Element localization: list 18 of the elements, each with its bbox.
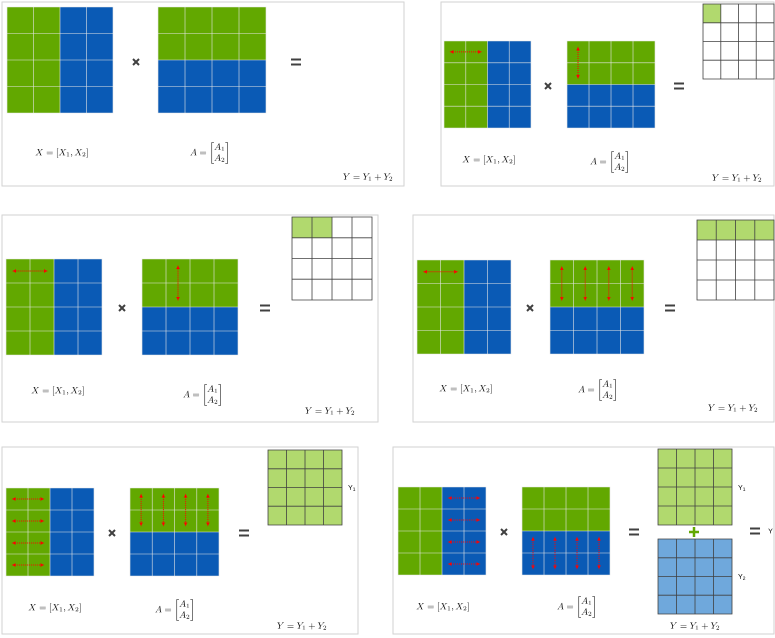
formula: $X=[X_1,X_2]$ [462, 156, 515, 165]
formula: $A=\begin{bmatrix}A_1\\A_2\end{bmatrix}$ [578, 379, 616, 401]
formula: $A=\begin{bmatrix}A_1\\A_2\end{bmatrix}$ [590, 151, 628, 173]
formula: $X=[X_1,X_2]$ [36, 148, 88, 158]
formula: $Y=Y_1+Y_2$ [277, 622, 326, 630]
formula: $A=\begin{bmatrix}A_1\\A_2\end{bmatrix}$ [557, 596, 595, 618]
formula: $X=[X_1,X_2]$ [416, 602, 469, 612]
formula: $A=\begin{bmatrix}A_1\\A_2\end{bmatrix}$ [183, 384, 221, 406]
formula: $Y=Y_1+Y_2$ [343, 173, 392, 181]
formula: $Y=Y_1+Y_2$ [670, 622, 720, 630]
formula: $X=[X_1,X_2]$ [440, 384, 492, 394]
formula: $A=\begin{bmatrix}A_1\\A_2\end{bmatrix}$ [190, 142, 228, 164]
formula: $X=[X_1,X_2]$ [28, 604, 81, 613]
formula: $Y=Y_1+Y_2$ [305, 407, 354, 415]
formula: $Y=Y_1+Y_2$ [708, 404, 758, 412]
formula: $X=[X_1,X_2]$ [32, 386, 84, 396]
formula: $A=\begin{bmatrix}A_1\\A_2\end{bmatrix}$ [155, 599, 193, 621]
formula: $Y=Y_1+Y_2$ [712, 174, 762, 182]
